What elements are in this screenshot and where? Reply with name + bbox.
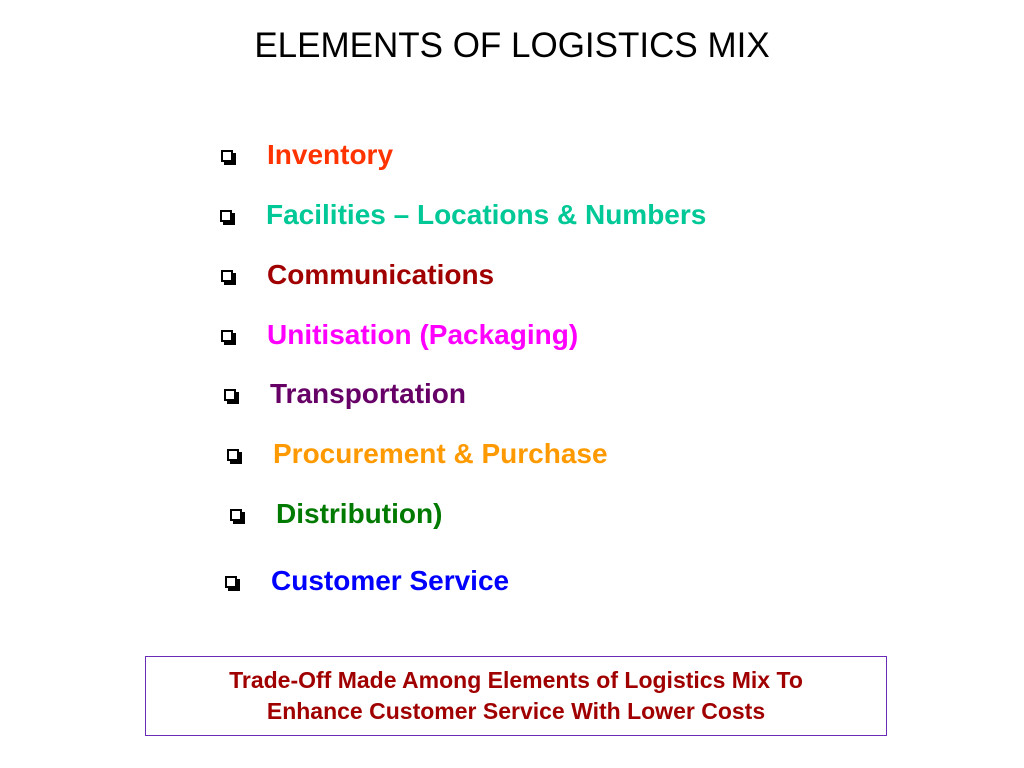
bullet-item-communications: Communications xyxy=(221,255,494,295)
checkbox-bullet-icon xyxy=(221,330,233,342)
bullet-text: Facilities – Locations & Numbers xyxy=(266,199,707,230)
bullet-item-inventory: Inventory xyxy=(221,135,393,175)
bullet-item-procurement: Procurement & Purchase xyxy=(227,434,608,474)
bullet-text: Unitisation (Packaging) xyxy=(267,319,579,350)
checkbox-bullet-icon xyxy=(221,270,233,282)
bullet-item-unitisation: Unitisation (Packaging) xyxy=(221,315,578,355)
note-line-1: Trade-Off Made Among Elements of Logisti… xyxy=(229,667,803,693)
checkbox-bullet-icon xyxy=(224,389,236,401)
trade-off-note-box: Trade-Off Made Among Elements of Logisti… xyxy=(145,656,887,736)
checkbox-bullet-icon xyxy=(230,509,242,521)
bullet-text: Distribution) xyxy=(276,498,443,529)
bullet-text: Transportation xyxy=(270,378,467,409)
bullet-text: Customer Service xyxy=(271,565,510,596)
checkbox-bullet-icon xyxy=(220,210,232,222)
slide-title: ELEMENTS OF LOGISTICS MIX xyxy=(254,26,770,65)
checkbox-bullet-icon xyxy=(227,449,239,461)
bullet-item-transportation: Transportation xyxy=(224,374,466,414)
bullet-text: Communications xyxy=(267,259,495,290)
bullet-item-distribution: Distribution) xyxy=(230,494,442,534)
bullet-text: Inventory xyxy=(267,139,394,170)
checkbox-bullet-icon xyxy=(225,576,237,588)
bullet-item-customer-service: Customer Service xyxy=(225,561,509,601)
bullet-item-facilities: Facilities – Locations & Numbers xyxy=(220,195,706,235)
note-line-2: Enhance Customer Service With Lower Cost… xyxy=(266,698,766,724)
checkbox-bullet-icon xyxy=(221,150,233,162)
bullet-text: Procurement & Purchase xyxy=(273,438,608,469)
